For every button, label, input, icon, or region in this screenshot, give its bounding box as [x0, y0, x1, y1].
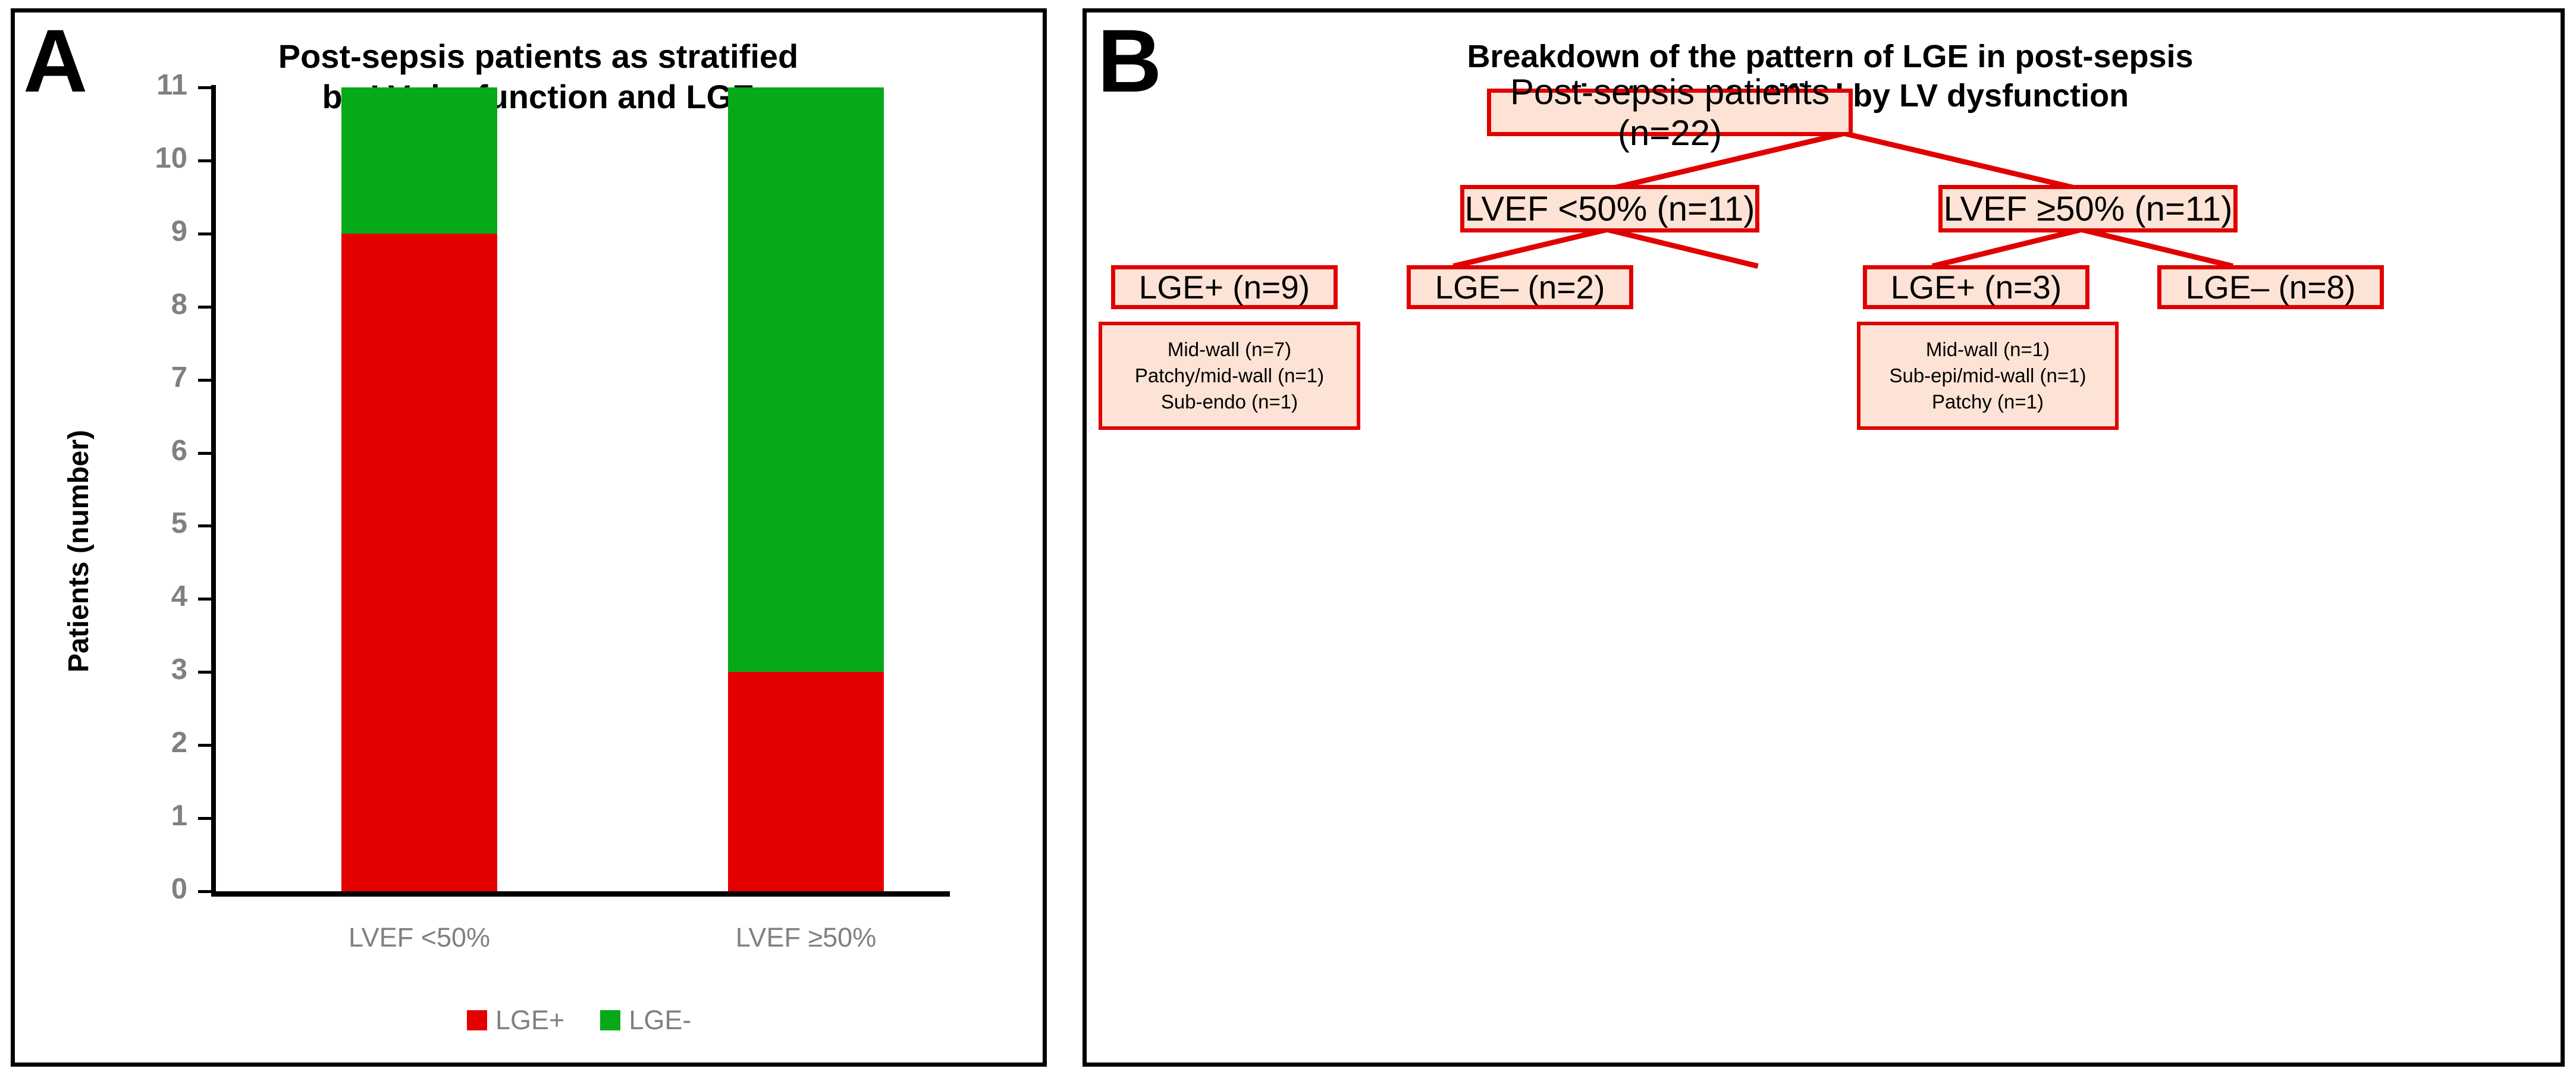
tree-node-lge-positive-high[interactable]: LGE+ (n=3)	[1863, 265, 2089, 309]
y-axis-tick-label: 1	[171, 800, 187, 832]
y-axis-tick-label: 8	[171, 288, 187, 320]
detail-line: Patchy (n=1)	[1931, 391, 2044, 413]
detail-line: Sub-endo (n=1)	[1160, 391, 1298, 413]
y-axis-title: Patients (number)	[63, 429, 95, 672]
y-axis-tick	[198, 524, 211, 528]
tree-detail-box-high[interactable]: Mid-wall (n=1) Sub-epi/mid-wall (n=1) Pa…	[1857, 322, 2119, 430]
tree-node-root[interactable]: Post-sepsis patients (n=22)	[1487, 72, 1853, 153]
y-axis-tick-label: 9	[171, 215, 187, 247]
panel-a-letter: A	[23, 11, 87, 111]
y-axis-tick-label: 5	[171, 507, 187, 540]
detail-line: Mid-wall (n=7)	[1167, 338, 1292, 360]
stacked-bar-chart: Patients (number) 0 1 2 3 4 5 6 7 8 9 10 11 LVEF <5…	[15, 12, 1043, 1063]
bar-segment	[341, 233, 497, 891]
panel-a-title-line1: Post-sepsis patients as stratified	[278, 37, 799, 75]
tree-node-lvef-low[interactable]: LVEF <50% (n=11)	[1460, 185, 1759, 232]
x-axis-line	[211, 891, 950, 897]
detail-line: Sub-epi/mid-wall (n=1)	[1889, 364, 2086, 386]
tree-node-lvef-high[interactable]: LVEF ≥50% (n=11)	[1938, 185, 2238, 232]
y-axis-tick-label: 0	[171, 873, 187, 905]
bar-segment	[341, 87, 497, 234]
bar-segment	[728, 87, 884, 672]
tree-node-lge-positive-low[interactable]: LGE+ (n=9)	[1111, 265, 1338, 309]
panel-b-letter: B	[1097, 11, 1162, 111]
y-axis-tick	[198, 671, 211, 674]
x-axis-label: LVEF <50%	[348, 922, 491, 953]
y-axis-tick	[198, 159, 211, 162]
legend-swatch-lge-positive	[467, 1010, 487, 1030]
panel-a: A Post-sepsis patients as stratified by …	[11, 8, 1047, 1067]
legend-item-lge-negative: LGE-	[600, 1007, 691, 1033]
panel-b-title-line1: Breakdown of the pattern of LGE in post-…	[1467, 39, 2194, 74]
y-axis-tick	[198, 744, 211, 747]
y-axis-tick-label: 6	[171, 434, 187, 467]
y-axis-tick-label: 3	[171, 653, 187, 686]
panel-b: B Breakdown of the pattern of LGE in pos…	[1083, 8, 2565, 1067]
tree-node-lge-negative-low[interactable]: LGE– (n=2)	[1407, 265, 1633, 309]
y-axis-tick-label: 11	[156, 69, 187, 101]
y-axis-tick	[198, 86, 211, 89]
x-axis-label: LVEF ≥50%	[735, 922, 877, 953]
tree-node-lge-negative-high[interactable]: LGE– (n=8)	[2157, 265, 2384, 309]
legend-item-lge-positive: LGE+	[467, 1007, 564, 1033]
y-axis-tick	[198, 890, 211, 893]
y-axis-tick	[198, 817, 211, 821]
tree-detail-box-low[interactable]: Mid-wall (n=7) Patchy/mid-wall (n=1) Sub…	[1099, 322, 1360, 430]
bar-segment	[728, 672, 884, 891]
y-axis-tick	[198, 598, 211, 601]
y-axis-tick	[198, 305, 211, 309]
legend-label-lge-positive: LGE+	[495, 1005, 565, 1035]
tree-connectors	[1452, 131, 2234, 269]
lge-breakdown-tree: Post-sepsis patients (n=22) LVEF <50% (n…	[1087, 12, 2561, 1063]
legend-label-lge-negative: LGE-	[629, 1005, 692, 1035]
detail-line: Patchy/mid-wall (n=1)	[1134, 364, 1325, 386]
y-axis-tick	[198, 451, 211, 455]
legend-swatch-lge-negative	[600, 1010, 621, 1030]
y-axis-tick-label: 2	[171, 727, 187, 759]
chart-legend: LGE+ LGE-	[467, 1007, 691, 1033]
y-axis-tick-label: 7	[171, 361, 187, 394]
y-axis-line	[211, 85, 216, 895]
y-axis-tick-label: 10	[155, 142, 187, 174]
y-axis-tick-label: 4	[171, 580, 187, 613]
detail-line: Mid-wall (n=1)	[1925, 338, 2050, 360]
y-axis-tick	[198, 378, 211, 382]
y-axis-tick	[198, 232, 211, 235]
